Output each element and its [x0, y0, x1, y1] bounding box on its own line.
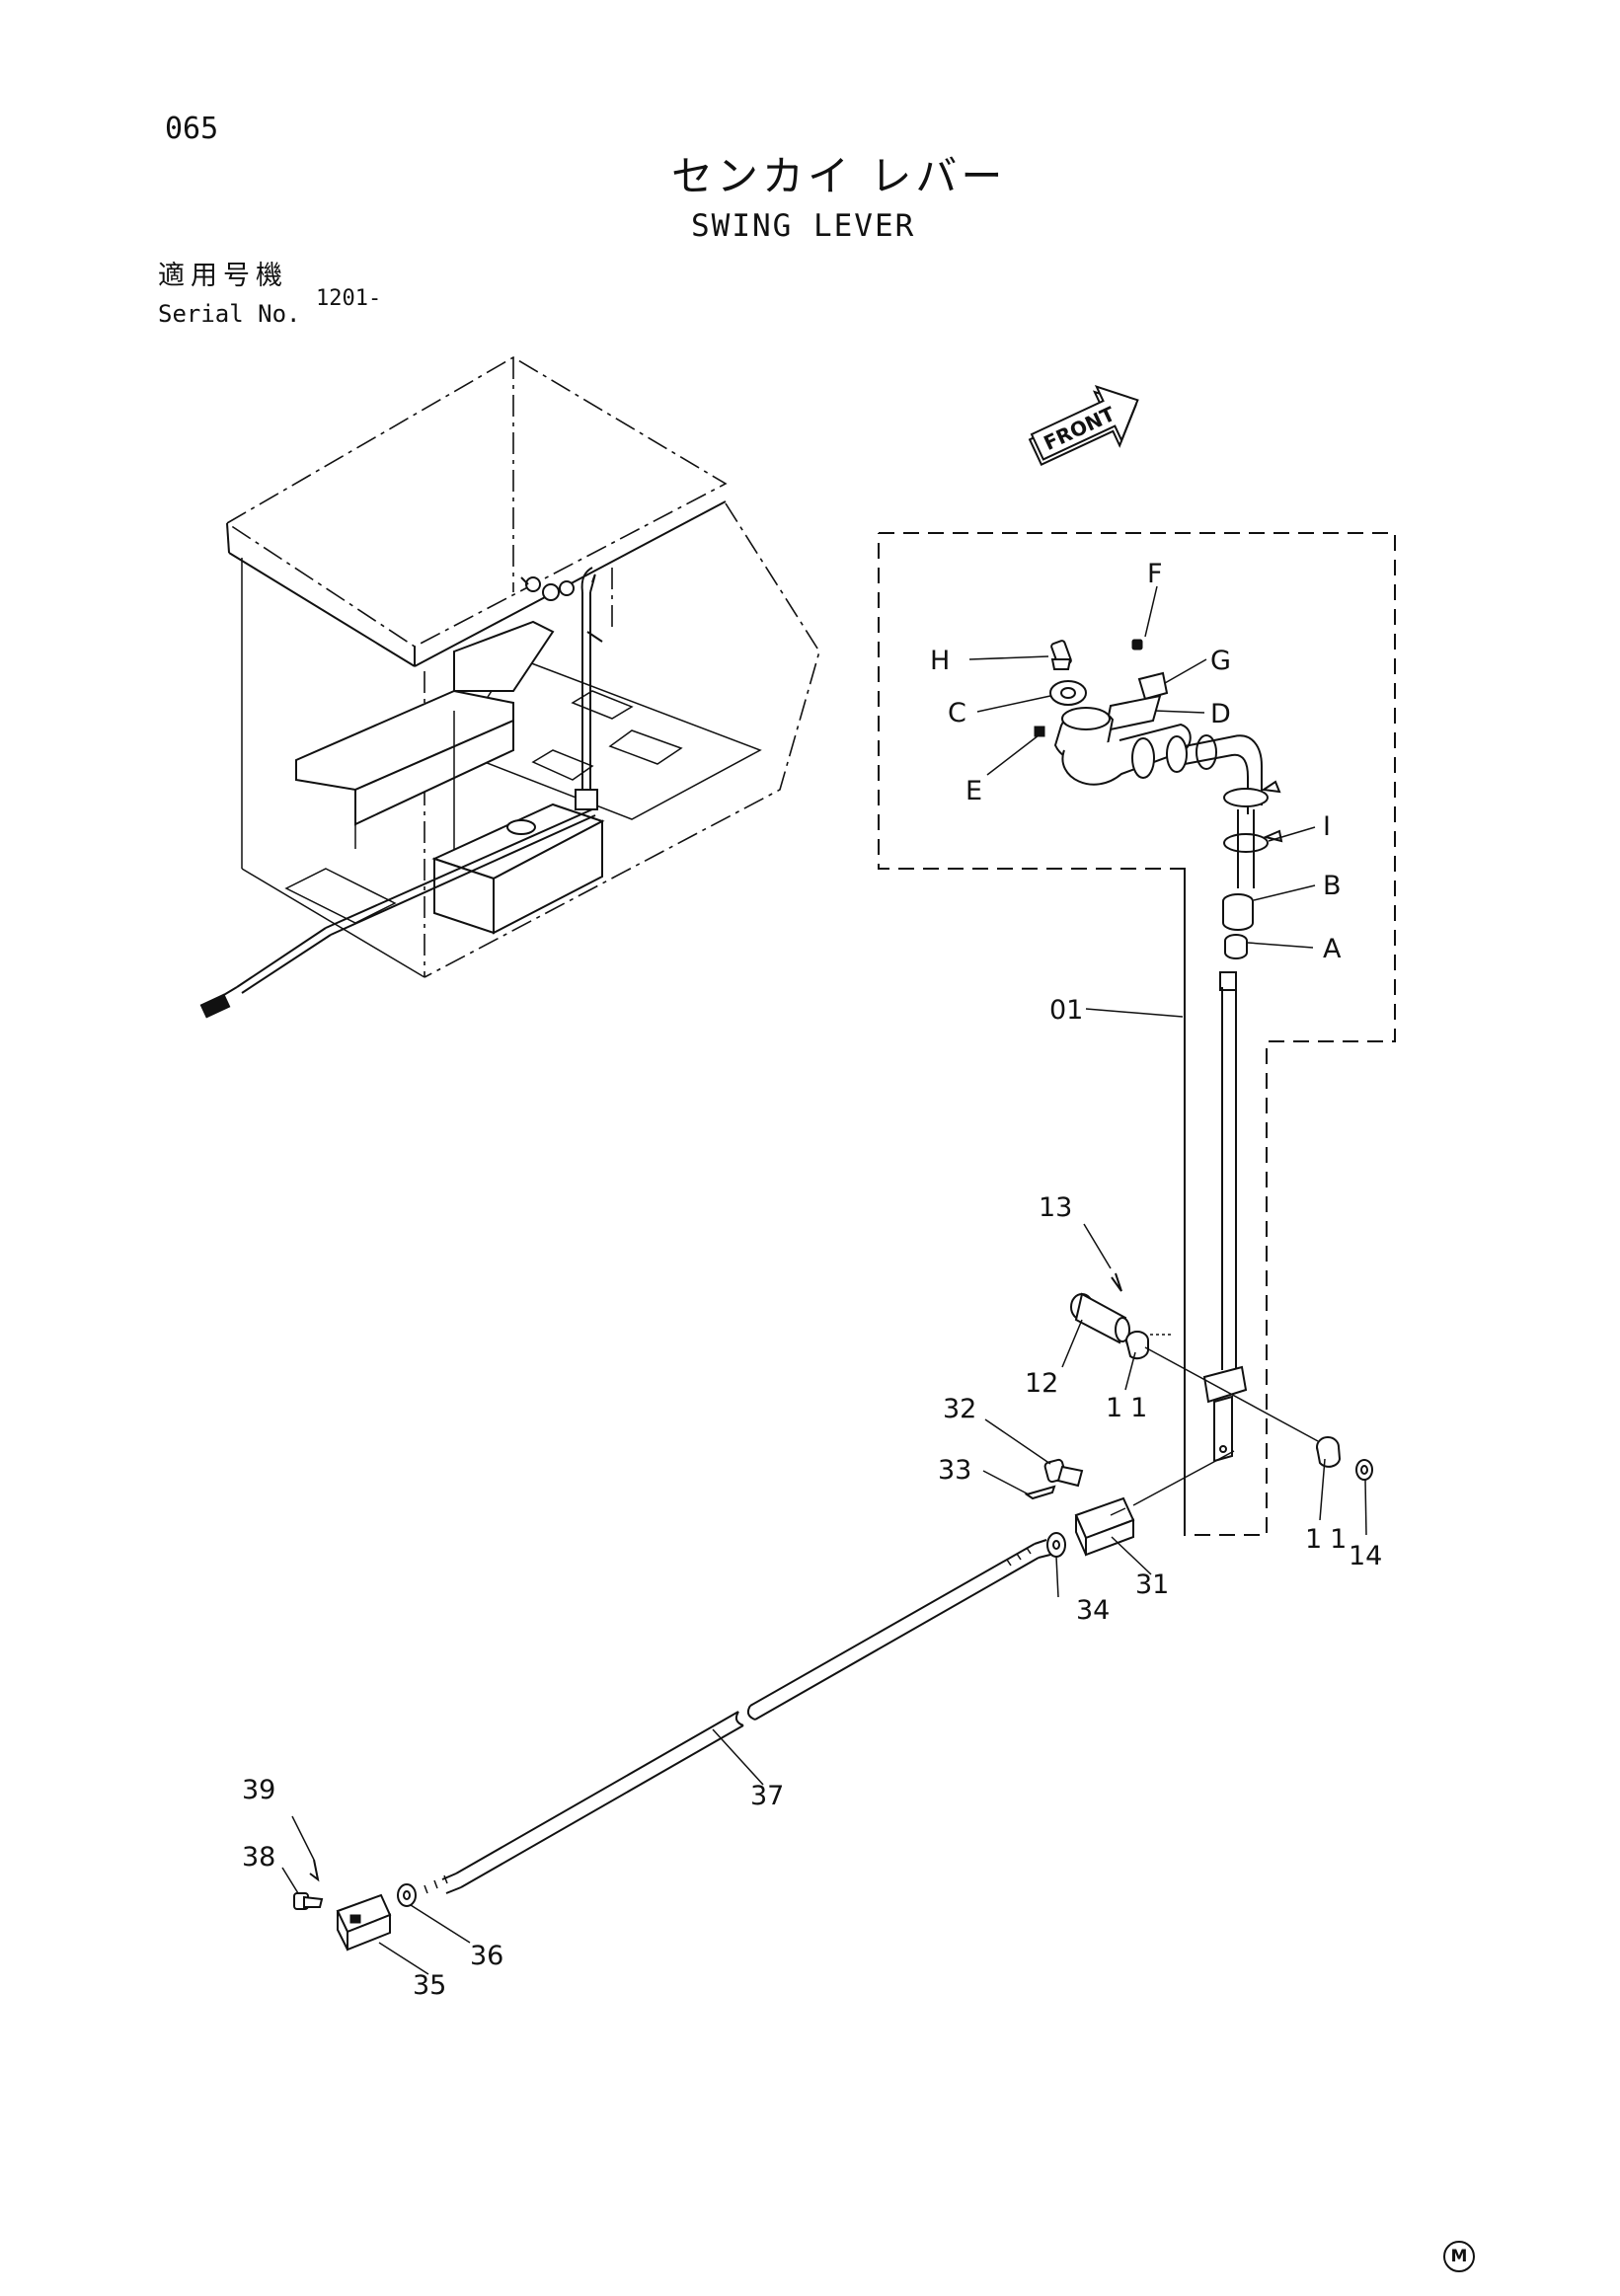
callout-A: A	[1323, 934, 1342, 964]
callout-33: 33	[938, 1455, 971, 1486]
callout-labels: F H G C D E I B A 01 13 12 11 32 33 11 1…	[242, 559, 1382, 2001]
bushing-11-left	[1125, 1331, 1171, 1360]
callout-12: 12	[1025, 1368, 1058, 1399]
callout-C: C	[948, 698, 966, 728]
cab-overview-illustration	[199, 356, 820, 1019]
bolt-32	[1043, 1458, 1084, 1488]
callout-01: 01	[1049, 995, 1083, 1026]
page-number: 065	[165, 112, 219, 146]
bushing-11-right	[1316, 1436, 1342, 1468]
washer-14	[1355, 1459, 1373, 1481]
front-direction-arrow: FRONT	[1028, 385, 1139, 467]
clevis-31	[1074, 1450, 1235, 1557]
callout-B: B	[1323, 871, 1342, 901]
assembly-01-boundary	[878, 532, 1396, 1536]
callout-36: 36	[470, 1941, 503, 1971]
callout-34: 34	[1076, 1595, 1110, 1626]
callout-39: 39	[242, 1775, 275, 1805]
callout-D: D	[1210, 699, 1231, 729]
callout-G: G	[1210, 646, 1231, 676]
upper-valve-group	[1034, 639, 1283, 888]
lever-shaft-01	[1202, 971, 1248, 1463]
callout-13: 13	[1039, 1192, 1072, 1223]
serial-number-range: 1201-	[316, 286, 382, 311]
callout-14: 14	[1349, 1541, 1382, 1571]
manufacturer-mark: M	[1443, 2241, 1475, 2272]
end-clevis-35	[336, 1893, 392, 1952]
pin-33	[1024, 1485, 1056, 1500]
bolt-38	[293, 1892, 324, 1910]
serial-label-japanese: 適用号機	[158, 261, 288, 291]
callout-37: 37	[750, 1781, 784, 1811]
nut-34	[1046, 1532, 1066, 1558]
callout-35: 35	[413, 1970, 446, 2001]
callout-H: H	[930, 646, 950, 676]
callout-leaders	[281, 585, 1367, 1975]
callout-38: 38	[242, 1842, 275, 1873]
page-title-english: SWING LEVER	[691, 208, 916, 244]
pin-12	[1070, 1292, 1130, 1344]
callout-I: I	[1323, 811, 1331, 842]
serial-label-english: Serial No.	[158, 300, 301, 328]
callout-11-right: 11	[1305, 1524, 1354, 1555]
cotter-pin-13	[1111, 1272, 1122, 1292]
page-title-japanese: センカイ レバー	[671, 152, 1007, 200]
parts-a-b	[1222, 893, 1254, 959]
callout-E: E	[965, 776, 982, 806]
callout-32: 32	[943, 1394, 976, 1424]
callout-31: 31	[1135, 1569, 1169, 1600]
callout-11-left: 11	[1106, 1393, 1155, 1423]
callout-F: F	[1147, 559, 1163, 589]
nut-36	[397, 1883, 417, 1907]
pin-39	[309, 1859, 320, 1882]
rod-37	[424, 1539, 1051, 1894]
